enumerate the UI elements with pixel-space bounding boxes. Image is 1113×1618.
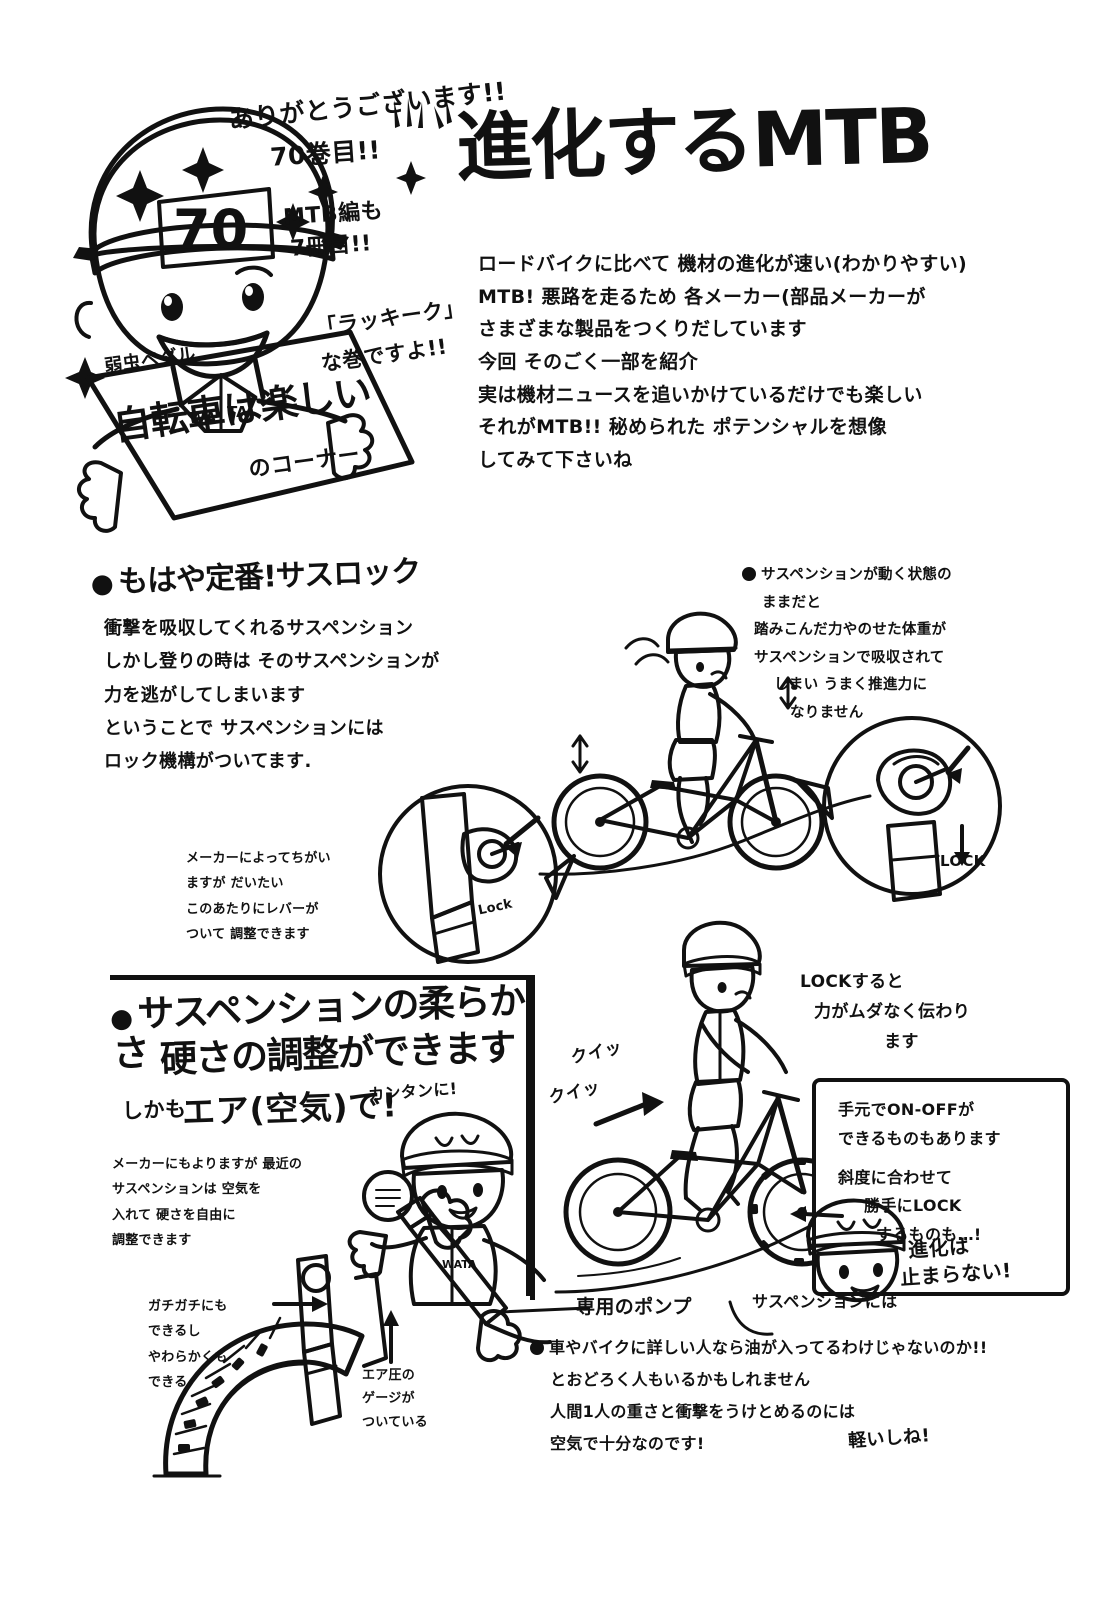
note-stiff-line-4: できる [148, 1375, 188, 1391]
section1-note-right: サスペンションが動く状態の ままだと 踏みこんだ力やのせた体重が サスペンション… [742, 562, 1052, 727]
bullet-icon-1 [91, 575, 113, 596]
section1-heading: もはや定番!サスロック [91, 546, 421, 601]
section1-body-line-3: 力を逃がしてしまいます [104, 684, 306, 706]
arrow-right-icon [272, 1292, 328, 1316]
note-lock-line-1: LOCKすると [800, 972, 904, 992]
mascot-speech-mtb-line2: 7冊目!! [289, 231, 373, 262]
closing-text-1: 車やバイクに詳しい人なら油が入ってるわけじゃないのか!! [549, 1338, 988, 1357]
section1-body-line-1: 衝撃を吸収してくれるサスペンション [104, 618, 414, 639]
section2-frame-edge [526, 980, 531, 1296]
note-maker-line-1: メーカーにもよりますが 最近の [112, 1157, 303, 1172]
arrow-up-right-icon [592, 1090, 666, 1132]
section1-note-left: メーカーによってちがい ますが だいたい このあたりにレバーが ついて 調整でき… [186, 846, 406, 947]
note-right-line-6: なりません [790, 704, 864, 721]
panel-on-off [812, 1078, 1070, 1296]
page-title: 進化するMTB [454, 90, 933, 193]
section2-heading-line3b: エア(空気)で! [181, 1085, 399, 1132]
intro-line-5: 実は機材ニュースを追いかけているだけでも楽しい [478, 383, 923, 406]
bullet-icon-4 [530, 1341, 544, 1355]
note-maker-line-4: 調整できます [112, 1233, 192, 1249]
section1-body-line-5: ロック機構がついてます. [104, 751, 312, 773]
note-lock-line-2: 力がムダなく伝わり [814, 1001, 971, 1022]
mascot-speech-volume: 70巻目!! [269, 135, 382, 172]
closing-line-2: とおどろく人もいるかもしれません [550, 1370, 811, 1389]
note-right-line-1: サスペンションが動く状態の [742, 562, 1052, 590]
note-stiff-line-1: ガチガチにも [148, 1299, 228, 1314]
closing-line-1: 車やバイクに詳しい人なら油が入ってるわけじゃないのか!! [530, 1332, 1030, 1364]
note-maker-line-3: 入れて 硬さを自由に [112, 1207, 236, 1223]
note-right-line-5: しまい うまく推進力に [774, 677, 928, 694]
cap-number: 70 [173, 198, 248, 261]
sparkle-icon-1 [388, 96, 430, 148]
closing-line-3: 人間1人の重さと衝撃をうけとめるのには [550, 1402, 856, 1421]
note-left-line-1: メーカーによってちがい [186, 851, 331, 866]
panel-mascot [786, 1188, 916, 1308]
note-left-line-2: ますが だいたい [186, 876, 284, 892]
note-maker-line-2: サスペンションは 空気を [112, 1182, 262, 1198]
sparkle-icon-2 [396, 160, 426, 195]
panel-line-3: 斜度に合わせて [838, 1167, 953, 1187]
section1-body-line-4: ということで サスペンションには [104, 717, 384, 739]
susp-label: サスペンションには [752, 1292, 898, 1311]
susp-label-leader [728, 1300, 788, 1344]
intro-line-3: さまざまな製品をつくりだしています [478, 318, 807, 341]
lock-label-2: LOCK [940, 852, 986, 870]
note-left-line-4: ついて 調整できます [186, 927, 310, 943]
note-right-line-4: サスペンションで吸収されて [754, 649, 945, 666]
intro-line-6: それがMTB!! 秘められた ポテンシャルを想像 [478, 416, 888, 439]
note-right-line-3: 踏みこんだ力やのせた体重が [754, 622, 947, 639]
section2-note-gauge: エア圧の ゲージが ついている [362, 1364, 482, 1434]
intro-line-1: ロードバイクに比べて 機材の進化が速い(わかりやすい) [478, 253, 968, 275]
note-stiff-line-3: やわらかくも [148, 1349, 228, 1365]
note-right-text-1: サスペンションが動く状態の [761, 567, 952, 583]
section2-frame [110, 975, 535, 1300]
section1-note-lock: LOCKすると 力がムダなく伝わり ます [800, 968, 1030, 1057]
panel-line-1: 手元でON-OFFが [838, 1100, 975, 1119]
section1-body: 衝撃を吸収してくれるサスペンション しかし登りの時は そのサスペンションが 力を… [104, 612, 484, 778]
detail-circle-lock-knob [794, 716, 1022, 918]
shock-pump-illustration [336, 1150, 566, 1370]
sparkle-icon-3 [308, 174, 338, 209]
collar-left-text: WA [189, 409, 217, 427]
panel-line-2: できるものもあります [838, 1128, 1001, 1148]
mascot-svg: 70 WA TA [65, 106, 375, 533]
sparkle-icon-title [432, 96, 472, 146]
mascot-signboard [82, 322, 442, 522]
note-gauge-line-3: ついている [362, 1414, 428, 1430]
collar-right-text: TA [227, 403, 248, 421]
pump-label: 専用のポンプ [576, 1296, 692, 1318]
intro-line-2: MTB! 悪路を走るため 各メーカー(部品メーカーが [478, 285, 926, 308]
bike-illustration-climbing [538, 590, 872, 890]
note-right-line-2: ままだと [762, 594, 822, 611]
note-gauge-line-1: エア圧の [362, 1368, 416, 1383]
note-gauge-line-2: ゲージが [362, 1391, 415, 1407]
mascot-illustration: 70 WA TA [55, 75, 415, 535]
section1-heading-text: もはや定番!サスロック [117, 554, 421, 600]
section2-note-maker: メーカーにもよりますが 最近の サスペンションは 空気を 入れて 硬さを自由に … [112, 1152, 322, 1253]
intro-line-7: してみて下さいね [478, 449, 633, 472]
fork-and-tire-illustration [150, 1248, 430, 1478]
section2-heading-line3a: しかも [121, 1096, 187, 1124]
arrow-up-icon [378, 1308, 404, 1364]
section1-body-line-2: しかし登りの時は そのサスペンションが [104, 651, 440, 673]
note-left-line-3: このあたりにレバーが [186, 901, 319, 917]
section2-note-stiff: ガチガチにも できるし やわらかくも できる [148, 1294, 268, 1395]
bullet-icon-2 [742, 567, 756, 581]
note-lock-line-3: ます [884, 1031, 919, 1052]
detail-circle-lock-lever [368, 782, 576, 972]
intro-paragraph: ロードバイクに比べて 機材の進化が速い(わかりやすい) MTB! 悪路を走るため… [478, 248, 998, 477]
bullet-icon-3 [111, 1009, 132, 1031]
closing-line-4: 空気で十分なのです! [550, 1434, 705, 1453]
intro-line-4: 今回 そのごく一部を紹介 [478, 351, 699, 374]
closing-text: 車やバイクに詳しい人なら油が入ってるわけじゃないのか!! とおどろく人もいるかも… [530, 1332, 1030, 1460]
pump-label-leader [498, 1292, 590, 1322]
note-stiff-line-2: できるし [148, 1324, 201, 1340]
